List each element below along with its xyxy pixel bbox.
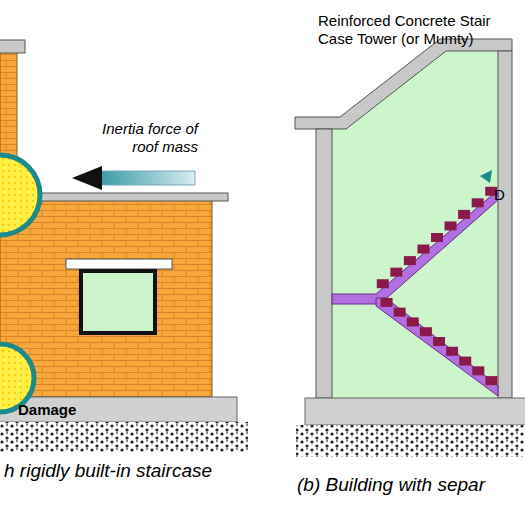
callout-pointer <box>480 170 492 183</box>
stair-step <box>459 357 471 366</box>
rc-column <box>316 129 332 398</box>
stair-step <box>394 308 406 317</box>
force-label: Inertia force of roof mass <box>80 120 198 156</box>
tower-interior <box>332 50 498 398</box>
force-arrow-body <box>100 171 195 185</box>
stair-step <box>381 298 393 307</box>
building-separated <box>295 39 525 457</box>
stair-step <box>446 347 458 356</box>
stair-step <box>458 210 470 219</box>
sloped-roof-slab <box>295 39 512 129</box>
damage-label: Damage <box>18 401 108 419</box>
window <box>81 271 155 333</box>
callout-label: D <box>494 186 514 204</box>
building-rigid <box>0 40 248 452</box>
stair-step <box>390 268 402 277</box>
ground <box>296 425 525 457</box>
stair-step <box>377 279 389 288</box>
plinth <box>305 398 525 425</box>
damage-circle <box>0 155 40 235</box>
tower-slab <box>0 40 25 53</box>
force-arrow-head <box>72 166 102 190</box>
caption: h rigidly built-in staircase <box>4 460 254 483</box>
ground <box>0 422 248 452</box>
stair-step <box>472 366 484 375</box>
stair-step <box>485 376 497 385</box>
rc-column <box>498 51 512 398</box>
staircase <box>332 187 498 396</box>
stair-step <box>445 221 457 230</box>
stair-step <box>472 198 484 207</box>
plinth <box>0 397 237 422</box>
lintel <box>66 259 172 269</box>
stair-step <box>433 337 445 346</box>
stair-step <box>407 317 419 326</box>
caption: (b) Building with separ <box>297 474 522 497</box>
stair-step <box>417 245 429 254</box>
stair-step <box>420 327 432 336</box>
title-label: Reinforced Concrete Stair Case Tower (or… <box>318 12 493 48</box>
stair-step <box>431 233 443 242</box>
stair-step <box>404 256 416 265</box>
